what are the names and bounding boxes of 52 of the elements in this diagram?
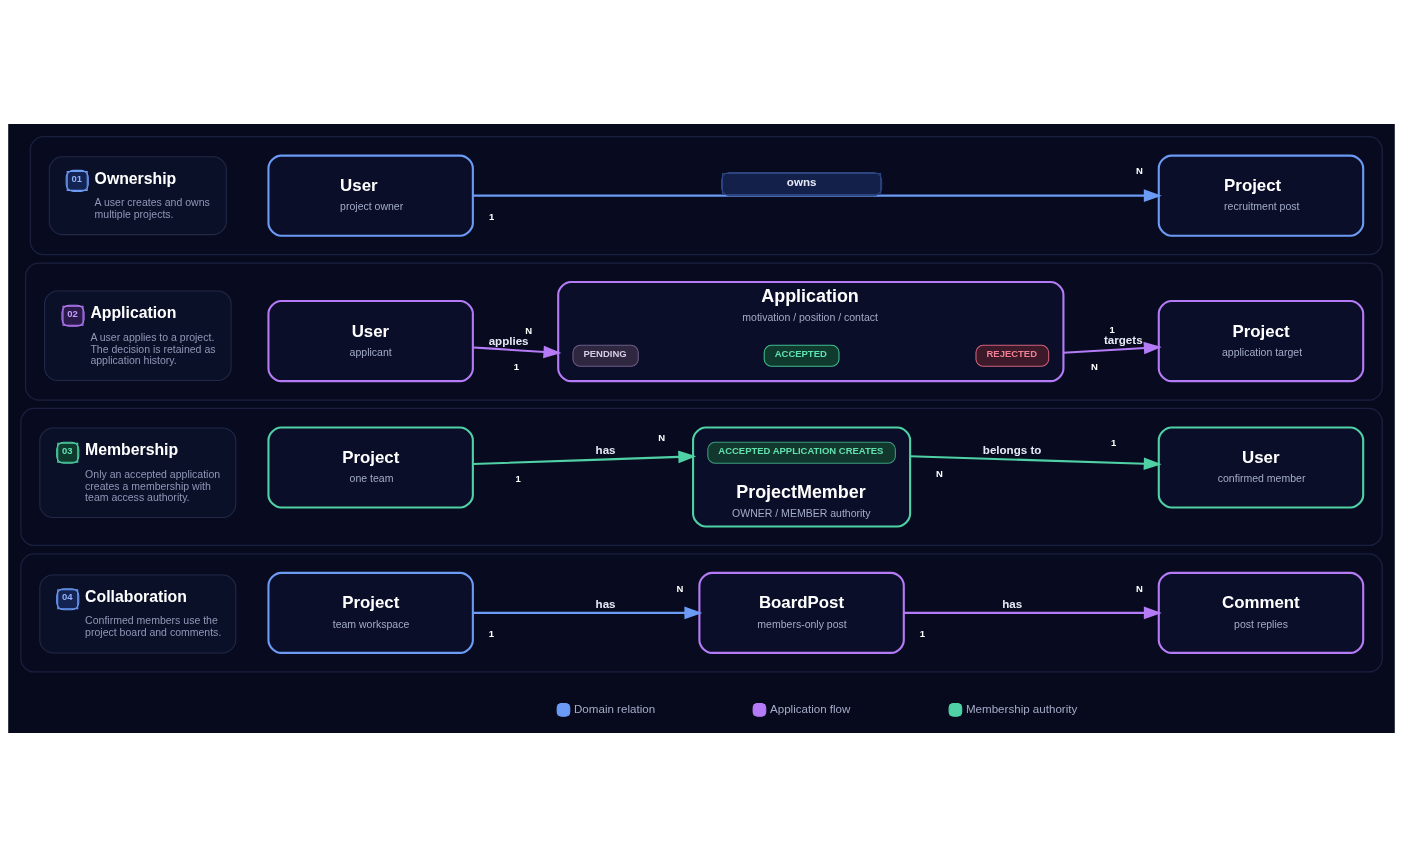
label: N	[676, 582, 684, 594]
node-box: User applicant	[267, 299, 474, 382]
node-box: User project owner	[267, 154, 474, 237]
arrow	[903, 606, 1162, 619]
node-box: Project one team	[267, 425, 474, 509]
node-box: 03 Membership Only an accepted application creates a membership with team access authority.	[39, 426, 237, 518]
edge-label: owns	[786, 175, 817, 188]
arrow	[1063, 341, 1162, 354]
edge-label: has	[1002, 597, 1023, 610]
legend-label: Membership authority	[965, 702, 1078, 715]
node-box: 01 Ownership A user creates and owns multiple projects.	[48, 155, 227, 235]
label: N	[525, 324, 533, 336]
cluster	[20, 552, 1383, 672]
node-box: 04 Collaboration Confirmed members use the project board and comments.	[39, 573, 237, 653]
arrow	[473, 188, 1162, 202]
node-box: Project team workspace	[267, 571, 474, 654]
label: N	[1135, 164, 1143, 176]
label: N	[1090, 360, 1098, 372]
label: 1	[488, 210, 495, 222]
label: N	[658, 431, 666, 443]
node-box: PENDING	[572, 344, 639, 367]
arrow	[910, 454, 1162, 470]
node-box: Project application target	[1157, 299, 1365, 382]
node-box: BoardPost members-only post	[698, 571, 905, 654]
arrow	[473, 450, 697, 465]
node-box: ACCEPTED APPLICATION CREATES	[707, 441, 896, 464]
label: N	[1135, 582, 1143, 594]
label: 1	[515, 472, 521, 484]
label: 1	[1111, 436, 1117, 448]
node-box: User confirmed member	[1157, 425, 1365, 509]
arrow	[473, 606, 703, 619]
node-box: Project recruitment post	[1157, 154, 1365, 237]
label: 1	[1109, 323, 1115, 335]
edge-label: targets	[1103, 333, 1143, 346]
cluster	[29, 135, 1383, 255]
edge-label: applies	[488, 334, 529, 347]
edge-label: belongs to	[982, 443, 1042, 456]
label: N	[936, 467, 943, 479]
node-box: Comment post replies	[1157, 571, 1365, 654]
cluster	[24, 261, 1383, 401]
cluster	[20, 407, 1383, 546]
edge-label: has	[595, 597, 616, 610]
legend-label: Domain relation	[574, 702, 656, 715]
legend-label: Application flow	[769, 702, 851, 715]
node-box: 02 Application A user applies to a project. The decision is retained as application history.	[44, 289, 232, 381]
node-box: REJECTED	[975, 344, 1050, 367]
label: 1	[919, 627, 925, 639]
node-box: ACCEPTED	[763, 344, 840, 367]
edge-label: has	[595, 443, 616, 456]
label: 1	[513, 360, 519, 372]
label: 1	[488, 627, 495, 639]
arrow	[473, 345, 562, 358]
